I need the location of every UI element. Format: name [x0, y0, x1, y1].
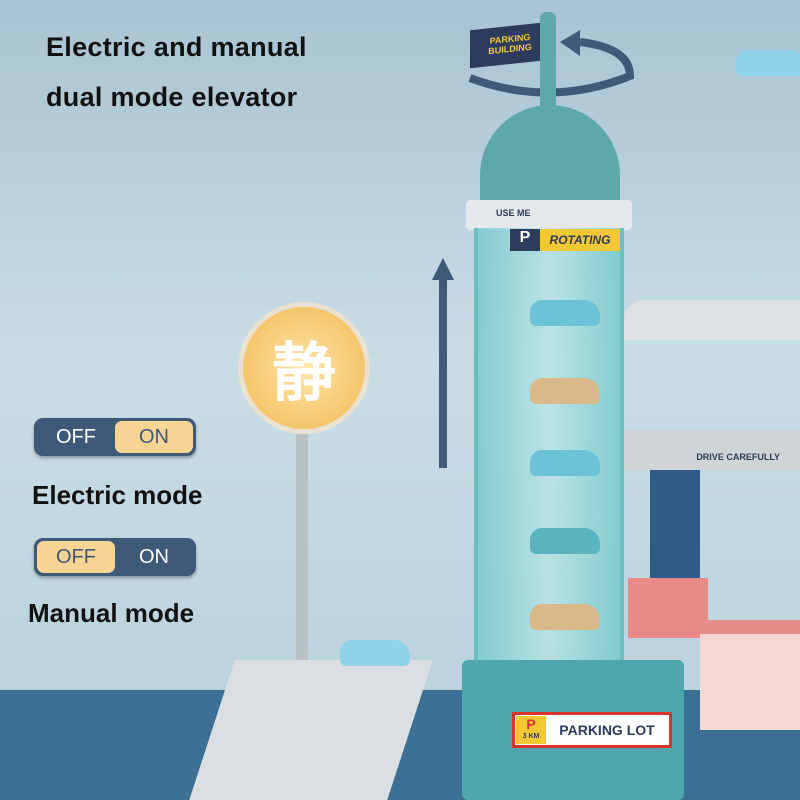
up-arrow-icon — [432, 258, 454, 468]
distance-label: 3 KM — [522, 733, 540, 740]
electric-mode-label: Electric mode — [32, 480, 203, 510]
toggle-off-selected: OFF — [37, 541, 115, 573]
toy-car — [530, 604, 600, 630]
toy-car — [530, 378, 600, 404]
rotate-arrow-icon — [468, 30, 635, 97]
toy-shop — [700, 620, 800, 730]
manual-mode-label: Manual mode — [28, 598, 195, 628]
quiet-sign: 静 — [238, 302, 370, 434]
headline-line2: dual mode elevator — [46, 82, 298, 112]
toggle-on-selected: ON — [115, 421, 193, 453]
parking-badge: P — [510, 229, 540, 251]
upper-ramp — [624, 300, 800, 340]
toy-car — [530, 300, 600, 326]
drive-carefully-text: DRIVE CAREFULLY — [696, 452, 780, 462]
sign-pole — [296, 430, 308, 660]
toggle-on: ON — [139, 545, 169, 568]
toy-car — [530, 528, 600, 554]
toy-car — [530, 450, 600, 476]
toy-house — [628, 578, 708, 638]
toy-car — [340, 640, 410, 666]
tower-dome — [480, 105, 620, 215]
elevator-tower — [474, 228, 624, 668]
tower-band: USE ME — [466, 200, 632, 230]
lower-ramp: DRIVE CAREFULLY — [624, 430, 800, 470]
headline-line1: Electric and manual — [46, 32, 307, 62]
toggle-off: OFF — [56, 425, 96, 448]
toy-car — [736, 50, 800, 76]
use-me-text: USE ME — [496, 208, 531, 218]
electric-mode-toggle: OFF ON — [34, 418, 196, 456]
parking-lot-p-badge: P — [516, 716, 546, 744]
manual-mode-toggle: OFF ON — [34, 538, 196, 576]
tower-spire — [540, 12, 556, 112]
rotating-label: ROTATING — [540, 229, 620, 251]
